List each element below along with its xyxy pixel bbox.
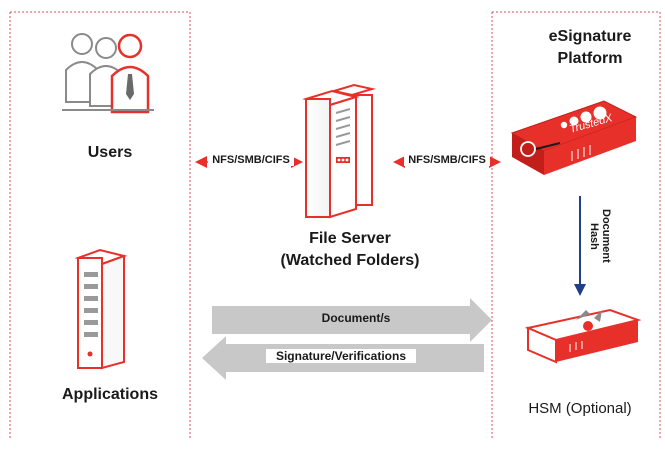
signature-arrow-label: Signature/Verifications	[266, 349, 416, 363]
left-panel-border	[9, 11, 191, 440]
hsm-label: HSM (Optional)	[528, 400, 632, 417]
trustedx-appliance-icon	[510, 100, 638, 175]
file-server-title: File Server	[309, 230, 391, 247]
document-hash-label: Document Hash	[572, 206, 612, 266]
applications-label: Applications	[61, 386, 158, 403]
protocol-right-label: NFS/SMB/CIFS	[404, 154, 490, 166]
platform-title-line2: Platform	[557, 50, 623, 67]
platform-title-line1: eSignature	[548, 28, 632, 45]
document-arrow-label: Document/s	[321, 311, 391, 325]
document-hash-line2: Hash	[588, 222, 600, 250]
file-server-subtitle: (Watched Folders)	[280, 252, 420, 269]
document-hash-line1: Document	[600, 209, 612, 263]
users-icon	[62, 33, 154, 114]
right-panel-border	[491, 11, 661, 440]
applications-server-icon	[74, 248, 128, 370]
hsm-device-icon	[524, 308, 642, 364]
file-server-icon	[302, 83, 376, 219]
document-flow-arrow	[212, 298, 492, 342]
users-label: Users	[87, 144, 133, 161]
document-hash-arrow-head	[574, 284, 586, 296]
protocol-left-label: NFS/SMB/CIFS	[208, 154, 294, 166]
